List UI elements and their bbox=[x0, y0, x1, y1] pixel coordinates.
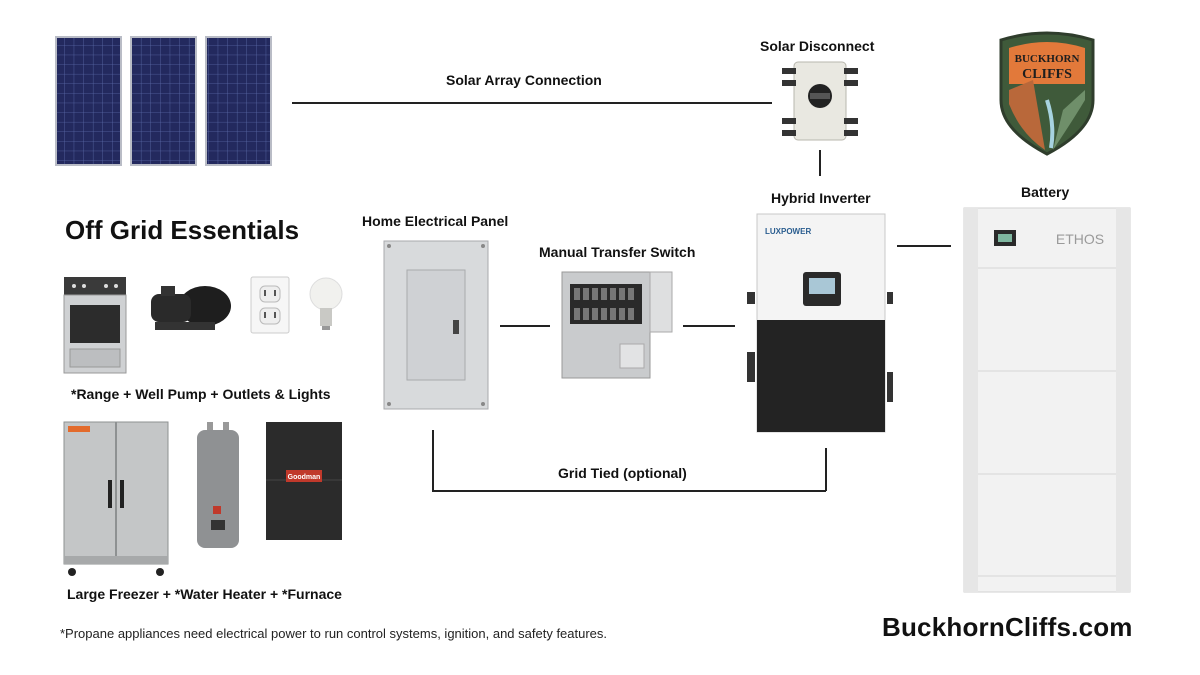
disconnect-to-inverter-line bbox=[819, 150, 821, 176]
solar-disconnect-label: Solar Disconnect bbox=[760, 38, 875, 54]
panel-to-switch-line bbox=[500, 325, 550, 327]
battery-icon: ETHOS bbox=[963, 207, 1131, 593]
inverter-to-battery-line bbox=[897, 245, 951, 247]
logo-line1: BUCKHORN bbox=[1015, 53, 1080, 65]
essentials-row1-caption: *Range + Well Pump + Outlets & Lights bbox=[71, 386, 331, 402]
hybrid-inverter-icon: LUXPOWER bbox=[747, 213, 893, 433]
furnace-icon: Goodman bbox=[266, 422, 342, 540]
battery-brand: ETHOS bbox=[1056, 231, 1104, 247]
solar-connection-line bbox=[292, 102, 772, 104]
water-heater-icon bbox=[197, 422, 239, 548]
outlet-icon bbox=[250, 276, 290, 334]
essentials-row2-caption: Large Freezer + *Water Heater + *Furnace bbox=[67, 586, 342, 602]
solar-array-connection-label: Solar Array Connection bbox=[446, 72, 602, 88]
range-icon bbox=[63, 277, 127, 374]
solar-disconnect-icon bbox=[782, 61, 858, 141]
grid-line-bottom bbox=[432, 490, 826, 492]
grid-line-right bbox=[825, 448, 827, 491]
buckhorn-cliffs-logo: BUCKHORN CLIFFS bbox=[999, 31, 1095, 156]
switch-to-inverter-line bbox=[683, 325, 735, 327]
transfer-switch-label: Manual Transfer Switch bbox=[539, 244, 696, 260]
hybrid-inverter-label: Hybrid Inverter bbox=[771, 190, 871, 206]
website-text: BuckhornCliffs.com bbox=[882, 612, 1133, 642]
electrical-panel-icon bbox=[383, 240, 489, 410]
grid-tied-label: Grid Tied (optional) bbox=[558, 465, 687, 481]
furnace-brand: Goodman bbox=[288, 474, 321, 481]
footnote: *Propane appliances need electrical powe… bbox=[60, 626, 608, 641]
logo-line2: CLIFFS bbox=[1022, 67, 1072, 82]
transfer-switch-icon bbox=[561, 271, 673, 379]
inverter-brand: LUXPOWER bbox=[765, 227, 811, 236]
freezer-icon bbox=[63, 421, 169, 576]
light-bulb-icon bbox=[309, 277, 343, 330]
battery-label: Battery bbox=[1021, 184, 1070, 200]
essentials-title: Off Grid Essentials bbox=[65, 215, 300, 245]
solar-panel-icon bbox=[55, 36, 272, 166]
grid-line-left bbox=[432, 430, 434, 491]
home-panel-label: Home Electrical Panel bbox=[362, 213, 509, 229]
well-pump-icon bbox=[151, 286, 231, 330]
